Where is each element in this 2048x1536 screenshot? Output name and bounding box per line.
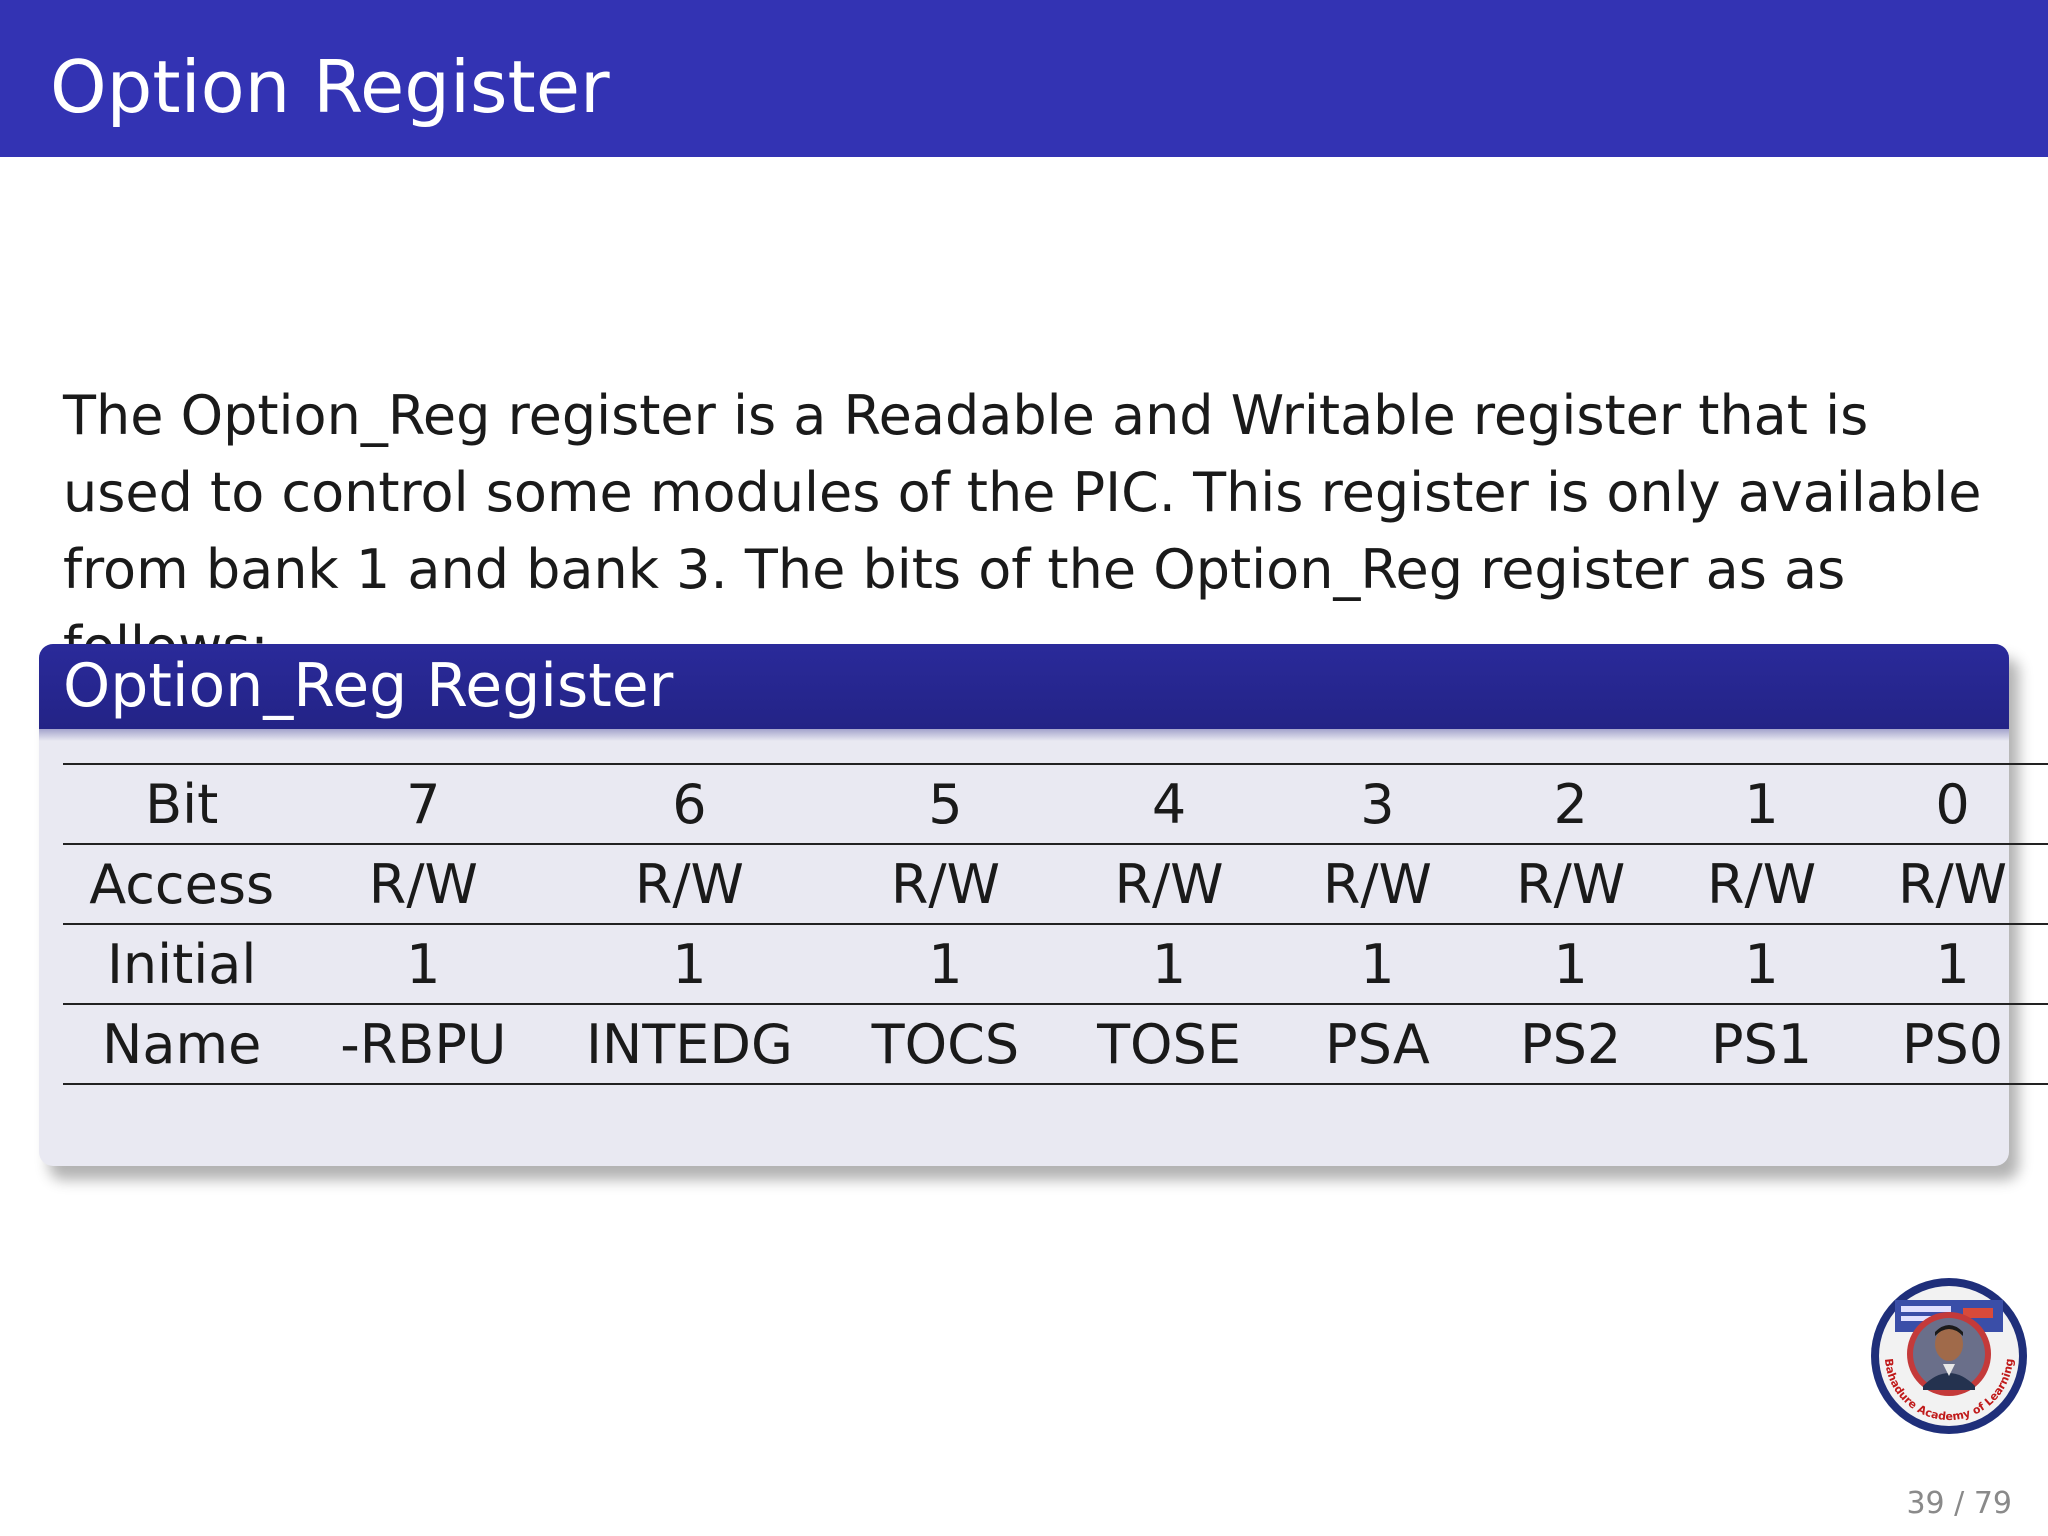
table-cell: 3	[1279, 763, 1476, 844]
table-cell: R/W	[1475, 843, 1667, 924]
table-cell: 7	[300, 763, 547, 844]
row-label-initial: Initial	[63, 923, 301, 1004]
row-label-access: Access	[63, 843, 301, 924]
table-cell: 1	[1857, 923, 2048, 1004]
table-cell: PSA	[1279, 1003, 1476, 1085]
body-paragraph: The Option_Reg register is a Readable an…	[63, 384, 1982, 678]
table-cell: 1	[832, 923, 1059, 1004]
table-cell: TOCS	[832, 1003, 1059, 1085]
table-cell: PS0	[1857, 1003, 2048, 1085]
page-number: 39 / 79	[1906, 1486, 2012, 1521]
table-row-bit: Bit 7 6 5 4 3 2 1 0	[63, 763, 2048, 844]
table-cell: 1	[1666, 923, 1858, 1004]
table-cell: -RBPU	[300, 1003, 547, 1085]
academy-logo: Bahadure Academy of Learning	[1871, 1278, 2027, 1434]
register-table-wrap: Bit 7 6 5 4 3 2 1 0 Access R/W R/W R/W R…	[63, 763, 2048, 1085]
table-cell: R/W	[546, 843, 833, 924]
table-row-access: Access R/W R/W R/W R/W R/W R/W R/W R/W	[63, 843, 2048, 924]
table-cell: 1	[1279, 923, 1476, 1004]
table-cell: R/W	[1279, 843, 1476, 924]
table-cell: PS1	[1666, 1003, 1858, 1085]
table-cell: 2	[1475, 763, 1667, 844]
academy-logo-graphic: Bahadure Academy of Learning	[1873, 1280, 2025, 1432]
table-cell: TOSE	[1058, 1003, 1280, 1085]
table-cell: 1	[1475, 923, 1667, 1004]
row-label-bit: Bit	[63, 763, 301, 844]
table-cell: 1	[1058, 923, 1280, 1004]
table-cell: R/W	[300, 843, 547, 924]
table-cell: INTEDG	[546, 1003, 833, 1085]
block-title: Option_Reg Register	[63, 651, 674, 721]
title-bar: Option Register	[0, 0, 2048, 157]
table-row-initial: Initial 1 1 1 1 1 1 1 1	[63, 923, 2048, 1004]
table-cell: 6	[546, 763, 833, 844]
table-cell: R/W	[1666, 843, 1858, 924]
table-cell: 4	[1058, 763, 1280, 844]
table-cell: 1	[1666, 763, 1858, 844]
table-row-name: Name -RBPU INTEDG TOCS TOSE PSA PS2 PS1 …	[63, 1003, 2048, 1085]
row-label-name: Name	[63, 1003, 301, 1085]
table-cell: 5	[832, 763, 1059, 844]
slide-title: Option Register	[50, 45, 610, 129]
table-cell: PS2	[1475, 1003, 1667, 1085]
table-cell: 0	[1857, 763, 2048, 844]
table-cell: R/W	[832, 843, 1059, 924]
table-cell: R/W	[1058, 843, 1280, 924]
register-table: Bit 7 6 5 4 3 2 1 0 Access R/W R/W R/W R…	[63, 763, 2048, 1085]
block-header: Option_Reg Register	[39, 644, 2009, 741]
table-cell: R/W	[1857, 843, 2048, 924]
table-cell: 1	[546, 923, 833, 1004]
table-cell: 1	[300, 923, 547, 1004]
